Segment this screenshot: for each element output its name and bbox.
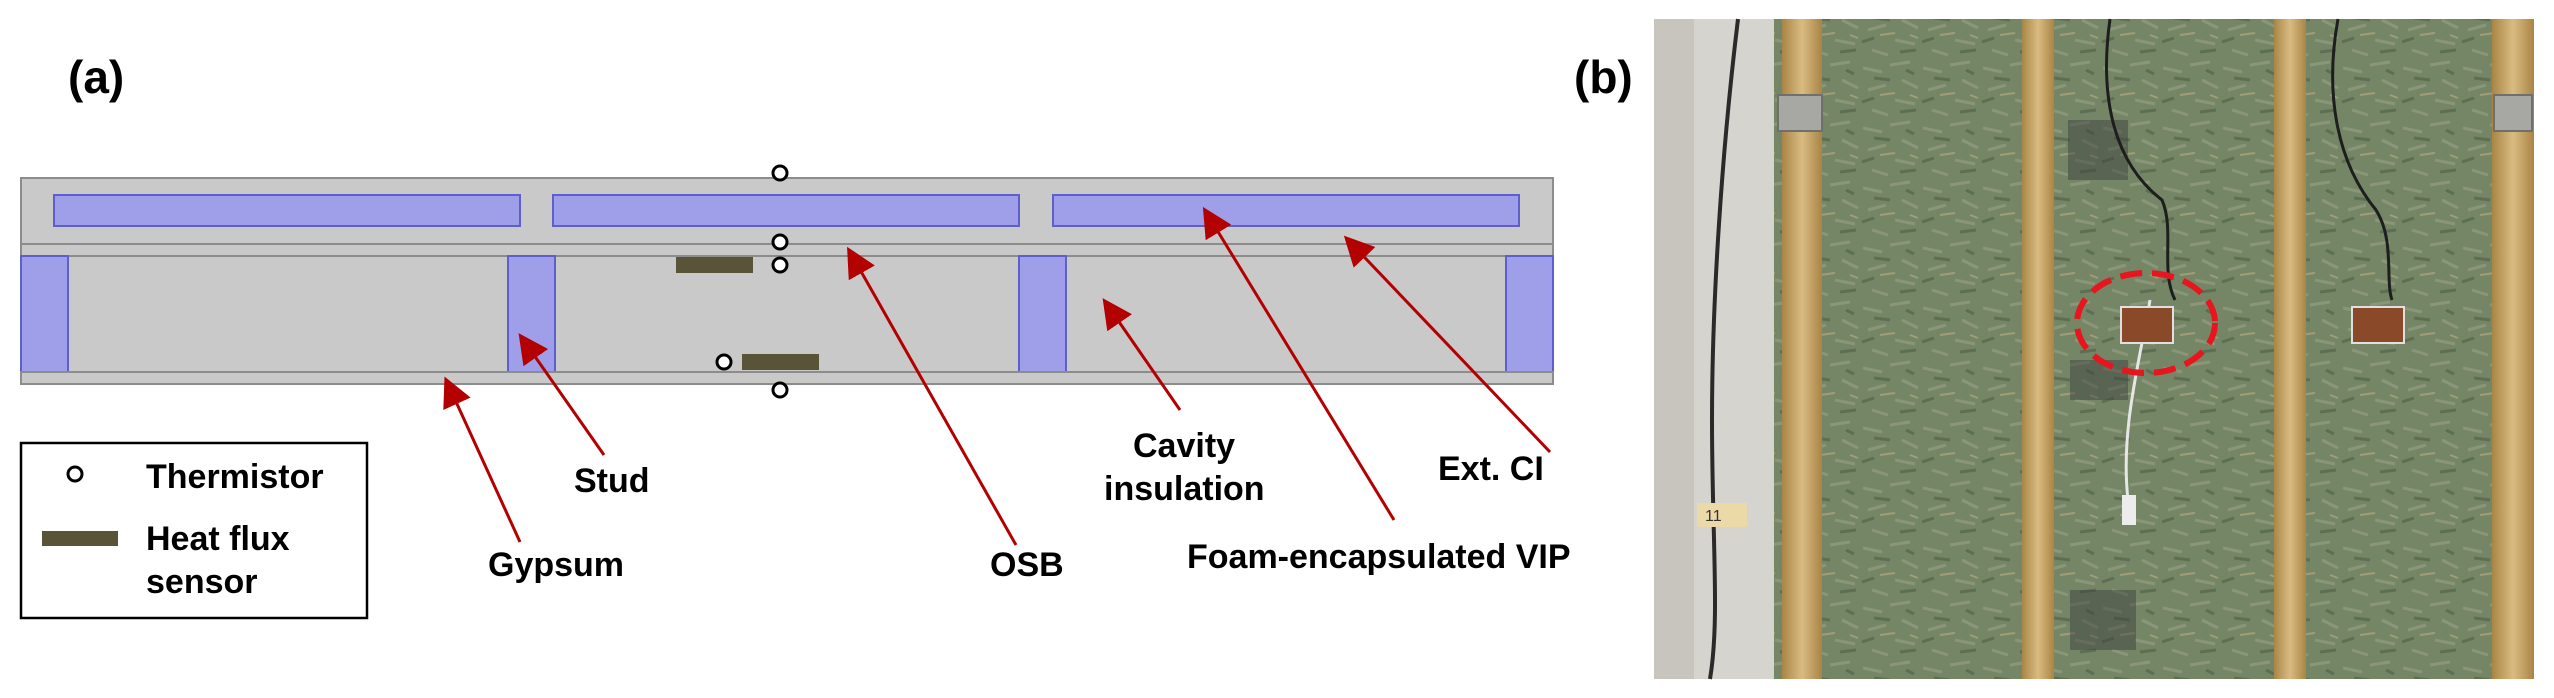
foam-vip-label: Foam-encapsulated VIP (1187, 538, 1571, 576)
photo-tag (1697, 503, 1747, 527)
osb-label: OSB (990, 546, 1064, 584)
thermistor-1 (771, 164, 789, 182)
photo-heat-flux-sensor-1 (2120, 306, 2174, 344)
wall-photo: 11 (1654, 18, 2534, 680)
ext-ci-label: Ext. CI (1438, 450, 1544, 488)
photo-connector (2122, 495, 2136, 525)
legend-heat-flux-label-line1: Heat flux (146, 520, 290, 558)
gypsum-layer (20, 371, 1554, 385)
legend-heat-flux-symbol (42, 531, 118, 546)
photo-cable-left (1708, 18, 1740, 680)
cavity-arrow (1102, 298, 1182, 411)
ext-ci-arrow (1343, 235, 1552, 454)
stud-arrow (518, 333, 606, 456)
thermistor-3 (771, 256, 789, 274)
legend-thermistor-label: Thermistor (146, 458, 324, 496)
stud-4 (1505, 255, 1554, 373)
photo-heat-flux-sensor-2 (2351, 306, 2405, 344)
cavity-label-line1: Cavity (1133, 427, 1235, 465)
photo-stud-2 (2022, 19, 2054, 679)
vip-arrow (1202, 206, 1396, 521)
photo-sensor-cable-1 (2105, 18, 2177, 301)
heat-flux-sensor-2 (742, 354, 819, 370)
vip-panel-1 (53, 194, 521, 227)
stud-2 (507, 255, 556, 373)
stud-1 (20, 255, 69, 373)
photo-stud-3 (2274, 19, 2306, 679)
photo-osb-sheathing (1774, 19, 2534, 679)
stud-label: Stud (574, 462, 650, 500)
wall-section-diagram: Stud Gypsum OSB Cavity insulation Foam-e… (20, 164, 1571, 584)
stud-3 (1018, 255, 1067, 373)
legend: Thermistor Heat flux sensor (19, 441, 369, 620)
photo-tag-text: 11 (1705, 508, 1722, 525)
legend-thermistor-symbol (66, 465, 84, 483)
thermistor-4 (715, 353, 733, 371)
thermistor-2 (771, 233, 789, 251)
panel-label-a: (a) (68, 51, 125, 103)
photo-bracket-1 (1777, 94, 1823, 132)
gypsum-label: Gypsum (488, 546, 624, 584)
heat-flux-sensor-1 (676, 257, 753, 273)
photo-bracket-2 (2493, 94, 2533, 132)
gypsum-arrow (443, 376, 522, 543)
legend-heat-flux-label-line2: sensor (146, 563, 258, 601)
osb-arrow (847, 246, 1018, 546)
thermistor-5 (771, 381, 789, 399)
photo-highlight-circle (2074, 270, 2218, 376)
vip-panel-3 (1052, 194, 1520, 227)
cavity-label-line2: insulation (1104, 470, 1265, 508)
photo-sensor-cable-3 (2331, 18, 2394, 301)
panel-label-b: (b) (1574, 51, 1633, 103)
vip-panel-2 (552, 194, 1020, 227)
